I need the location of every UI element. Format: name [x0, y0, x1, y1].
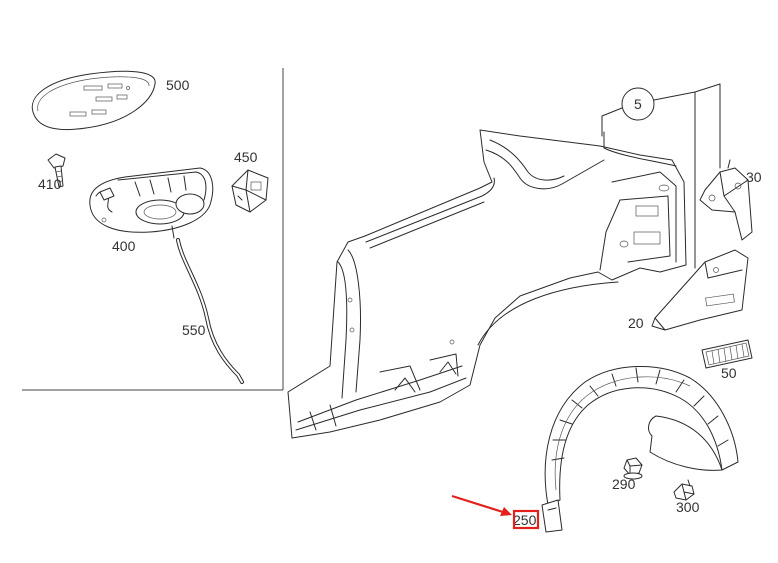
callout-290[interactable]: 290 — [612, 476, 636, 492]
part-550-drawing — [176, 238, 244, 384]
part-450-drawing — [231, 169, 269, 213]
detail-frame — [22, 68, 284, 391]
group-5-circle — [621, 87, 655, 121]
callout-30[interactable]: 30 — [746, 169, 762, 185]
part-300-drawing — [673, 479, 695, 501]
callout-300[interactable]: 300 — [676, 499, 700, 515]
callout-410[interactable]: 410 — [38, 176, 62, 192]
callout-500[interactable]: 500 — [166, 77, 190, 93]
callout-450[interactable]: 450 — [234, 149, 258, 165]
highlight-box — [512, 509, 540, 530]
part-290-drawing — [623, 457, 643, 480]
part-30-drawing — [699, 159, 753, 241]
selection-highlight — [451, 494, 540, 530]
callout-250[interactable]: 250 — [513, 512, 537, 528]
callout-550[interactable]: 550 — [182, 322, 206, 338]
callout-400[interactable]: 400 — [112, 238, 136, 254]
part-250-drawing — [541, 365, 739, 533]
side-panel-drawing — [287, 129, 687, 439]
callout-labels: 500 410 450 400 550 5 30 20 50 290 300 2… — [38, 77, 762, 528]
highlight-arrow — [451, 494, 507, 515]
part-50-drawing — [701, 339, 753, 369]
callout-50[interactable]: 50 — [721, 365, 737, 381]
callout-20[interactable]: 20 — [628, 315, 644, 331]
part-20-drawing — [651, 249, 749, 331]
part-410-drawing — [47, 153, 66, 188]
part-500-drawing — [31, 70, 156, 131]
group-5-leaders — [601, 83, 721, 269]
highlight-arrowhead — [500, 507, 512, 516]
part-400-drawing — [89, 167, 214, 239]
callout-5[interactable]: 5 — [634, 96, 642, 112]
